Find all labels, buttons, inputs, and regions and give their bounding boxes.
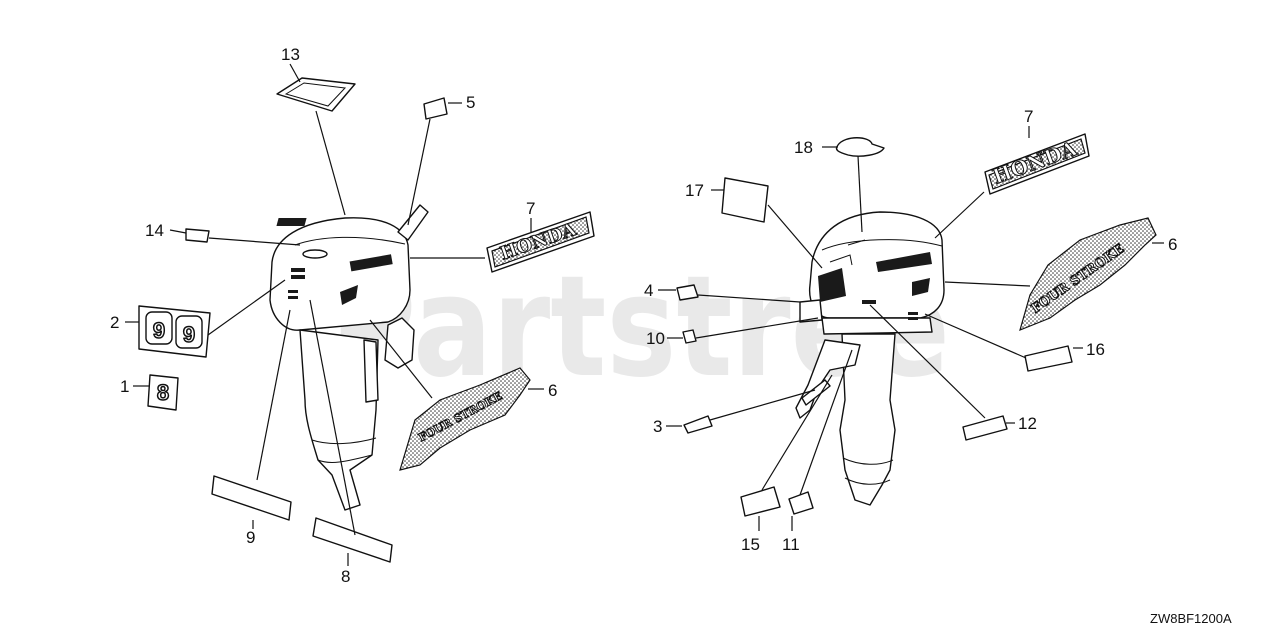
callout-5[interactable]: 5 <box>466 93 475 112</box>
callout-11[interactable]: 11 <box>782 535 800 554</box>
part-15-label[interactable] <box>740 486 781 517</box>
part-6-stripe-decal-right[interactable]: FOUR STROKE <box>1019 217 1157 332</box>
part-17-label[interactable] <box>721 177 769 223</box>
callout-6-right[interactable]: 6 <box>1168 235 1177 254</box>
callout-1[interactable]: 1 <box>120 377 129 396</box>
callout-3[interactable]: 3 <box>653 417 662 436</box>
callout-2[interactable]: 2 <box>110 313 119 332</box>
callout-9[interactable]: 9 <box>246 528 255 547</box>
callout-8[interactable]: 8 <box>341 567 350 586</box>
callout-14[interactable]: 14 <box>145 221 164 240</box>
callout-4[interactable]: 4 <box>644 281 653 300</box>
callout-6-left[interactable]: 6 <box>548 381 557 400</box>
callout-numbers: 13 5 14 2 1 7 6 9 8 18 17 7 6 4 10 16 3 … <box>110 45 1177 586</box>
callout-17[interactable]: 17 <box>685 181 704 200</box>
callout-7-left[interactable]: 7 <box>526 199 535 218</box>
part-2-badge[interactable]: 9 9 <box>138 305 211 358</box>
outboard-motor-left <box>269 204 429 511</box>
badge-9-right: 9 <box>183 322 195 347</box>
part-12-label[interactable] <box>962 415 1008 441</box>
callout-13[interactable]: 13 <box>281 45 300 64</box>
part-7-honda-decal-right[interactable]: HONDA <box>984 133 1090 195</box>
callout-18[interactable]: 18 <box>794 138 813 157</box>
badge-9-left: 9 <box>153 318 165 343</box>
callout-12[interactable]: 12 <box>1018 414 1037 433</box>
callout-16[interactable]: 16 <box>1086 340 1105 359</box>
callout-7-right[interactable]: 7 <box>1024 107 1033 126</box>
leaders-right <box>658 126 1164 531</box>
honda-text-right: HONDA <box>989 136 1080 189</box>
part-4-label[interactable] <box>676 284 699 301</box>
part-5-label[interactable] <box>423 97 448 120</box>
part-9-label[interactable] <box>211 475 292 521</box>
part-14-label[interactable] <box>185 228 210 243</box>
part-10-label[interactable] <box>682 329 697 344</box>
part-1-badge[interactable]: 8 <box>147 374 179 411</box>
outboard-motor-right <box>795 211 945 506</box>
part-11-label[interactable] <box>788 491 814 515</box>
part-16-label[interactable] <box>1024 345 1073 372</box>
leaders-left <box>125 63 544 566</box>
callout-10[interactable]: 10 <box>646 329 665 348</box>
part-13-label[interactable] <box>276 77 356 112</box>
diagram-code: ZW8BF1200A <box>1150 611 1232 626</box>
badge-8: 8 <box>157 380 169 405</box>
part-3-label[interactable] <box>683 415 713 434</box>
part-18-label[interactable] <box>835 137 885 157</box>
part-8-label[interactable] <box>312 517 393 563</box>
callout-15[interactable]: 15 <box>741 535 760 554</box>
